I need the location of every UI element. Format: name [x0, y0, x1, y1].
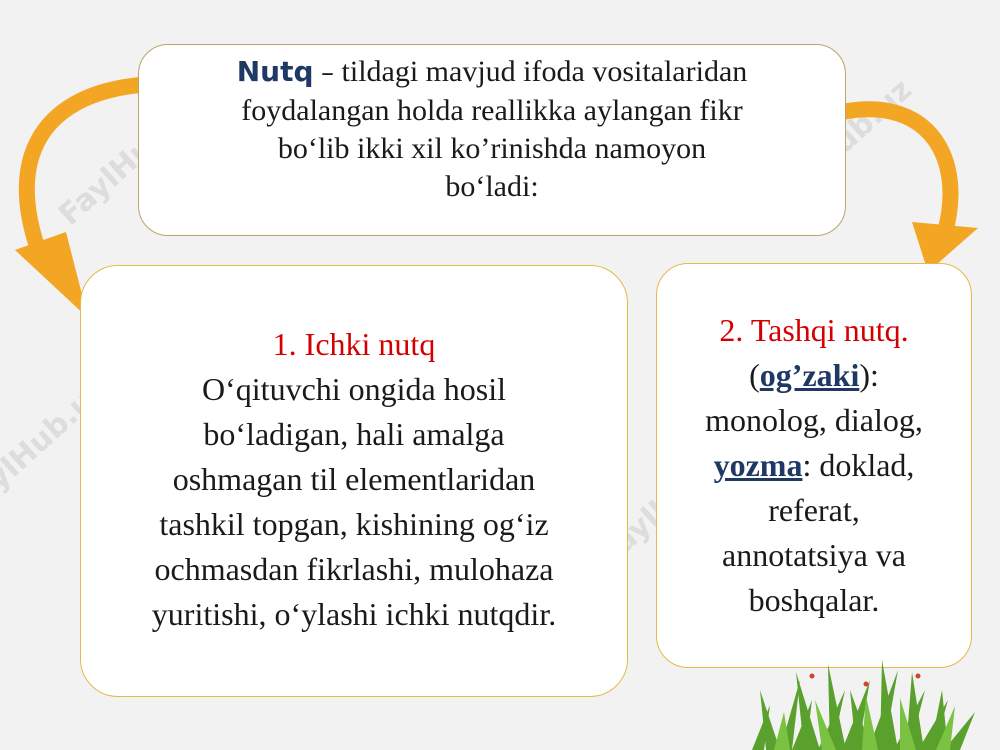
- outer-speech-line: annotatsiya va: [722, 537, 906, 573]
- written-term: yozma: [713, 447, 803, 483]
- outer-speech-box: 2. Tashqi nutq. (og’zaki): monolog, dial…: [656, 263, 972, 668]
- left-curved-arrow: [18, 77, 148, 263]
- oral-term: og’zaki: [759, 357, 860, 393]
- inner-speech-line: oshmagan til elementlaridan: [172, 461, 536, 497]
- oral-items: monolog, dialog,: [705, 402, 923, 438]
- outer-speech-line: boshqalar.: [748, 582, 880, 618]
- definition-line: bo‘lib ikki xil ko’rinishda namoyon: [277, 132, 707, 165]
- inner-speech-line: tashkil topgan, kishining og‘iz: [159, 506, 549, 542]
- definition-line: bo‘ladi:: [445, 170, 539, 203]
- outer-speech-heading: 2. Tashqi nutq.: [719, 312, 909, 348]
- definition-line: foydalangan holda reallikka aylangan fik…: [241, 94, 743, 127]
- oral-close-paren: ):: [859, 357, 879, 393]
- definition-dash: –: [321, 58, 335, 88]
- left-arrowhead-icon: [15, 232, 88, 318]
- inner-speech-line: O‘qituvchi ongida hosil: [202, 371, 506, 407]
- definition-box: Nutq – tildagi mavjud ifoda vositalarida…: [138, 44, 846, 236]
- inner-speech-line: ochmasdan fikrlashi, mulohaza: [154, 551, 554, 587]
- definition-line: tildagi mavjud ifoda vositalaridan: [341, 55, 748, 88]
- definition-term: Nutq: [236, 55, 314, 88]
- inner-speech-line: yuritishi, o‘ylashi ichki nutqdir.: [151, 596, 557, 632]
- right-arrowhead-icon: [912, 222, 978, 272]
- outer-speech-line: referat,: [768, 492, 860, 528]
- oral-open-paren: (: [749, 357, 760, 393]
- written-items: : doklad,: [802, 447, 915, 483]
- right-curved-arrow: [834, 101, 959, 240]
- inner-speech-line: bo‘ladigan, hali amalga: [203, 416, 505, 452]
- inner-speech-box: 1. Ichki nutq O‘qituvchi ongida hosil bo…: [80, 265, 628, 697]
- inner-speech-heading: 1. Ichki nutq: [272, 326, 436, 362]
